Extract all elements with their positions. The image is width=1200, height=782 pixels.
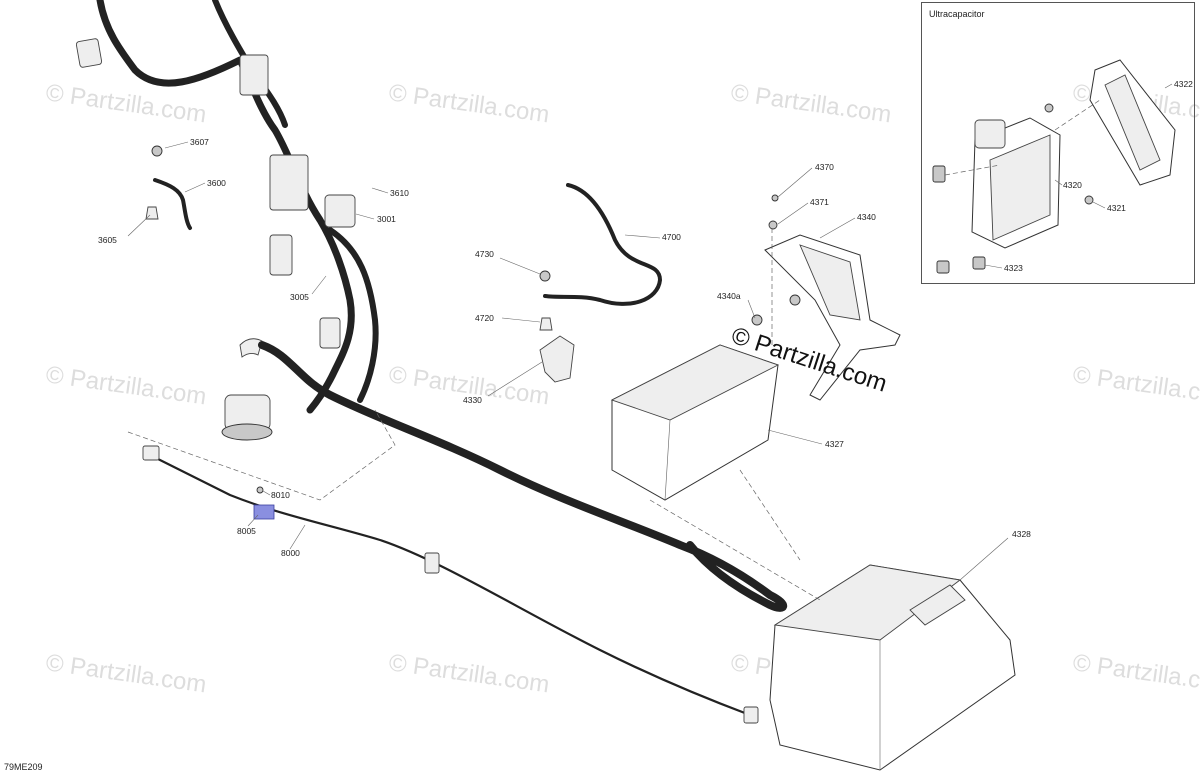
callout-4328: 4328	[1012, 529, 1031, 539]
screw-8010	[256, 486, 264, 494]
watermark: © Partzilla.com	[387, 649, 551, 698]
callout-4320: 4320	[1063, 180, 1082, 190]
starter-solenoid	[221, 338, 273, 441]
diagram-code: 79ME209	[4, 762, 43, 772]
standoff-4323	[936, 260, 950, 274]
watermark: © Partzilla.com	[729, 79, 893, 128]
inset-title: Ultracapacitor	[929, 9, 985, 19]
battery-tray-4328	[769, 564, 1016, 771]
washer-4371	[768, 220, 778, 230]
ultracapacitor-assembly	[932, 59, 1176, 274]
callout-3600: 3600	[207, 178, 226, 188]
wire-8000	[142, 445, 759, 724]
watermark: © Partzilla.com	[44, 79, 208, 128]
cable-4700	[539, 183, 662, 331]
connector	[424, 552, 440, 574]
leader-lines	[127, 83, 1173, 581]
callout-8010: 8010	[271, 490, 290, 500]
projection-line	[1054, 99, 1101, 131]
clip-8005	[253, 504, 275, 520]
capacitor-connector	[974, 119, 1006, 149]
callout-4330: 4330	[463, 395, 482, 405]
watermark: © Partzilla.com	[1071, 361, 1200, 410]
callout-3607: 3607	[190, 137, 209, 147]
watermark: © Partzilla.com	[387, 79, 551, 128]
ground-strap-3600	[145, 145, 192, 230]
connector	[743, 706, 759, 724]
watermark: © Partzilla.com	[1071, 649, 1200, 698]
harness-connector	[269, 234, 293, 276]
battery-4327	[610, 344, 780, 501]
projection-line	[944, 164, 1001, 176]
nut-4340a	[789, 294, 801, 306]
harness-connector	[239, 54, 269, 96]
callout-8005: 8005	[237, 526, 256, 536]
nut-3607	[151, 145, 163, 157]
projection-line	[649, 499, 821, 601]
standoff-4323	[932, 165, 946, 183]
callout-4370: 4370	[815, 162, 834, 172]
callout-4340a: 4340a	[717, 291, 741, 301]
nut-4340a	[751, 314, 763, 326]
watermark: © Partzilla.com	[44, 361, 208, 410]
connector	[142, 445, 160, 461]
terminal-cover-4330	[539, 335, 575, 383]
nut-4321	[1044, 103, 1054, 113]
callout-4720: 4720	[475, 313, 494, 323]
callout-8000: 8000	[281, 548, 300, 558]
wiring-harness	[75, 0, 379, 414]
callout-4322: 4322	[1174, 79, 1193, 89]
screw-4370	[771, 194, 779, 202]
standoff-4323	[972, 256, 986, 270]
callout-3005: 3005	[290, 292, 309, 302]
projection-line	[739, 469, 801, 561]
callout-4371: 4371	[810, 197, 829, 207]
battery-cable	[258, 341, 788, 612]
callout-3610: 3610	[390, 188, 409, 198]
bolt-4720	[539, 317, 553, 331]
harness-connector	[75, 38, 103, 68]
callout-4323: 4323	[1004, 263, 1023, 273]
callout-3001: 3001	[377, 214, 396, 224]
relay-connector	[324, 194, 356, 228]
callout-4730: 4730	[475, 249, 494, 259]
nut-4730	[539, 270, 551, 282]
harness-connector	[319, 317, 341, 349]
callout-4700: 4700	[662, 232, 681, 242]
bracket-4340	[751, 194, 901, 401]
callout-4321: 4321	[1107, 203, 1126, 213]
callout-3605: 3605	[98, 235, 117, 245]
assembly-outline	[127, 409, 396, 501]
callout-labels: 3607 3600 3605 3610 3001 3005 4370 4371 …	[98, 79, 1193, 558]
watermark: © Partzilla.com	[44, 649, 208, 698]
callout-4327: 4327	[825, 439, 844, 449]
callout-4340: 4340	[857, 212, 876, 222]
nut-4321	[1084, 195, 1094, 205]
ultracapacitor-inset	[921, 2, 1195, 284]
fuse-block	[269, 154, 309, 211]
